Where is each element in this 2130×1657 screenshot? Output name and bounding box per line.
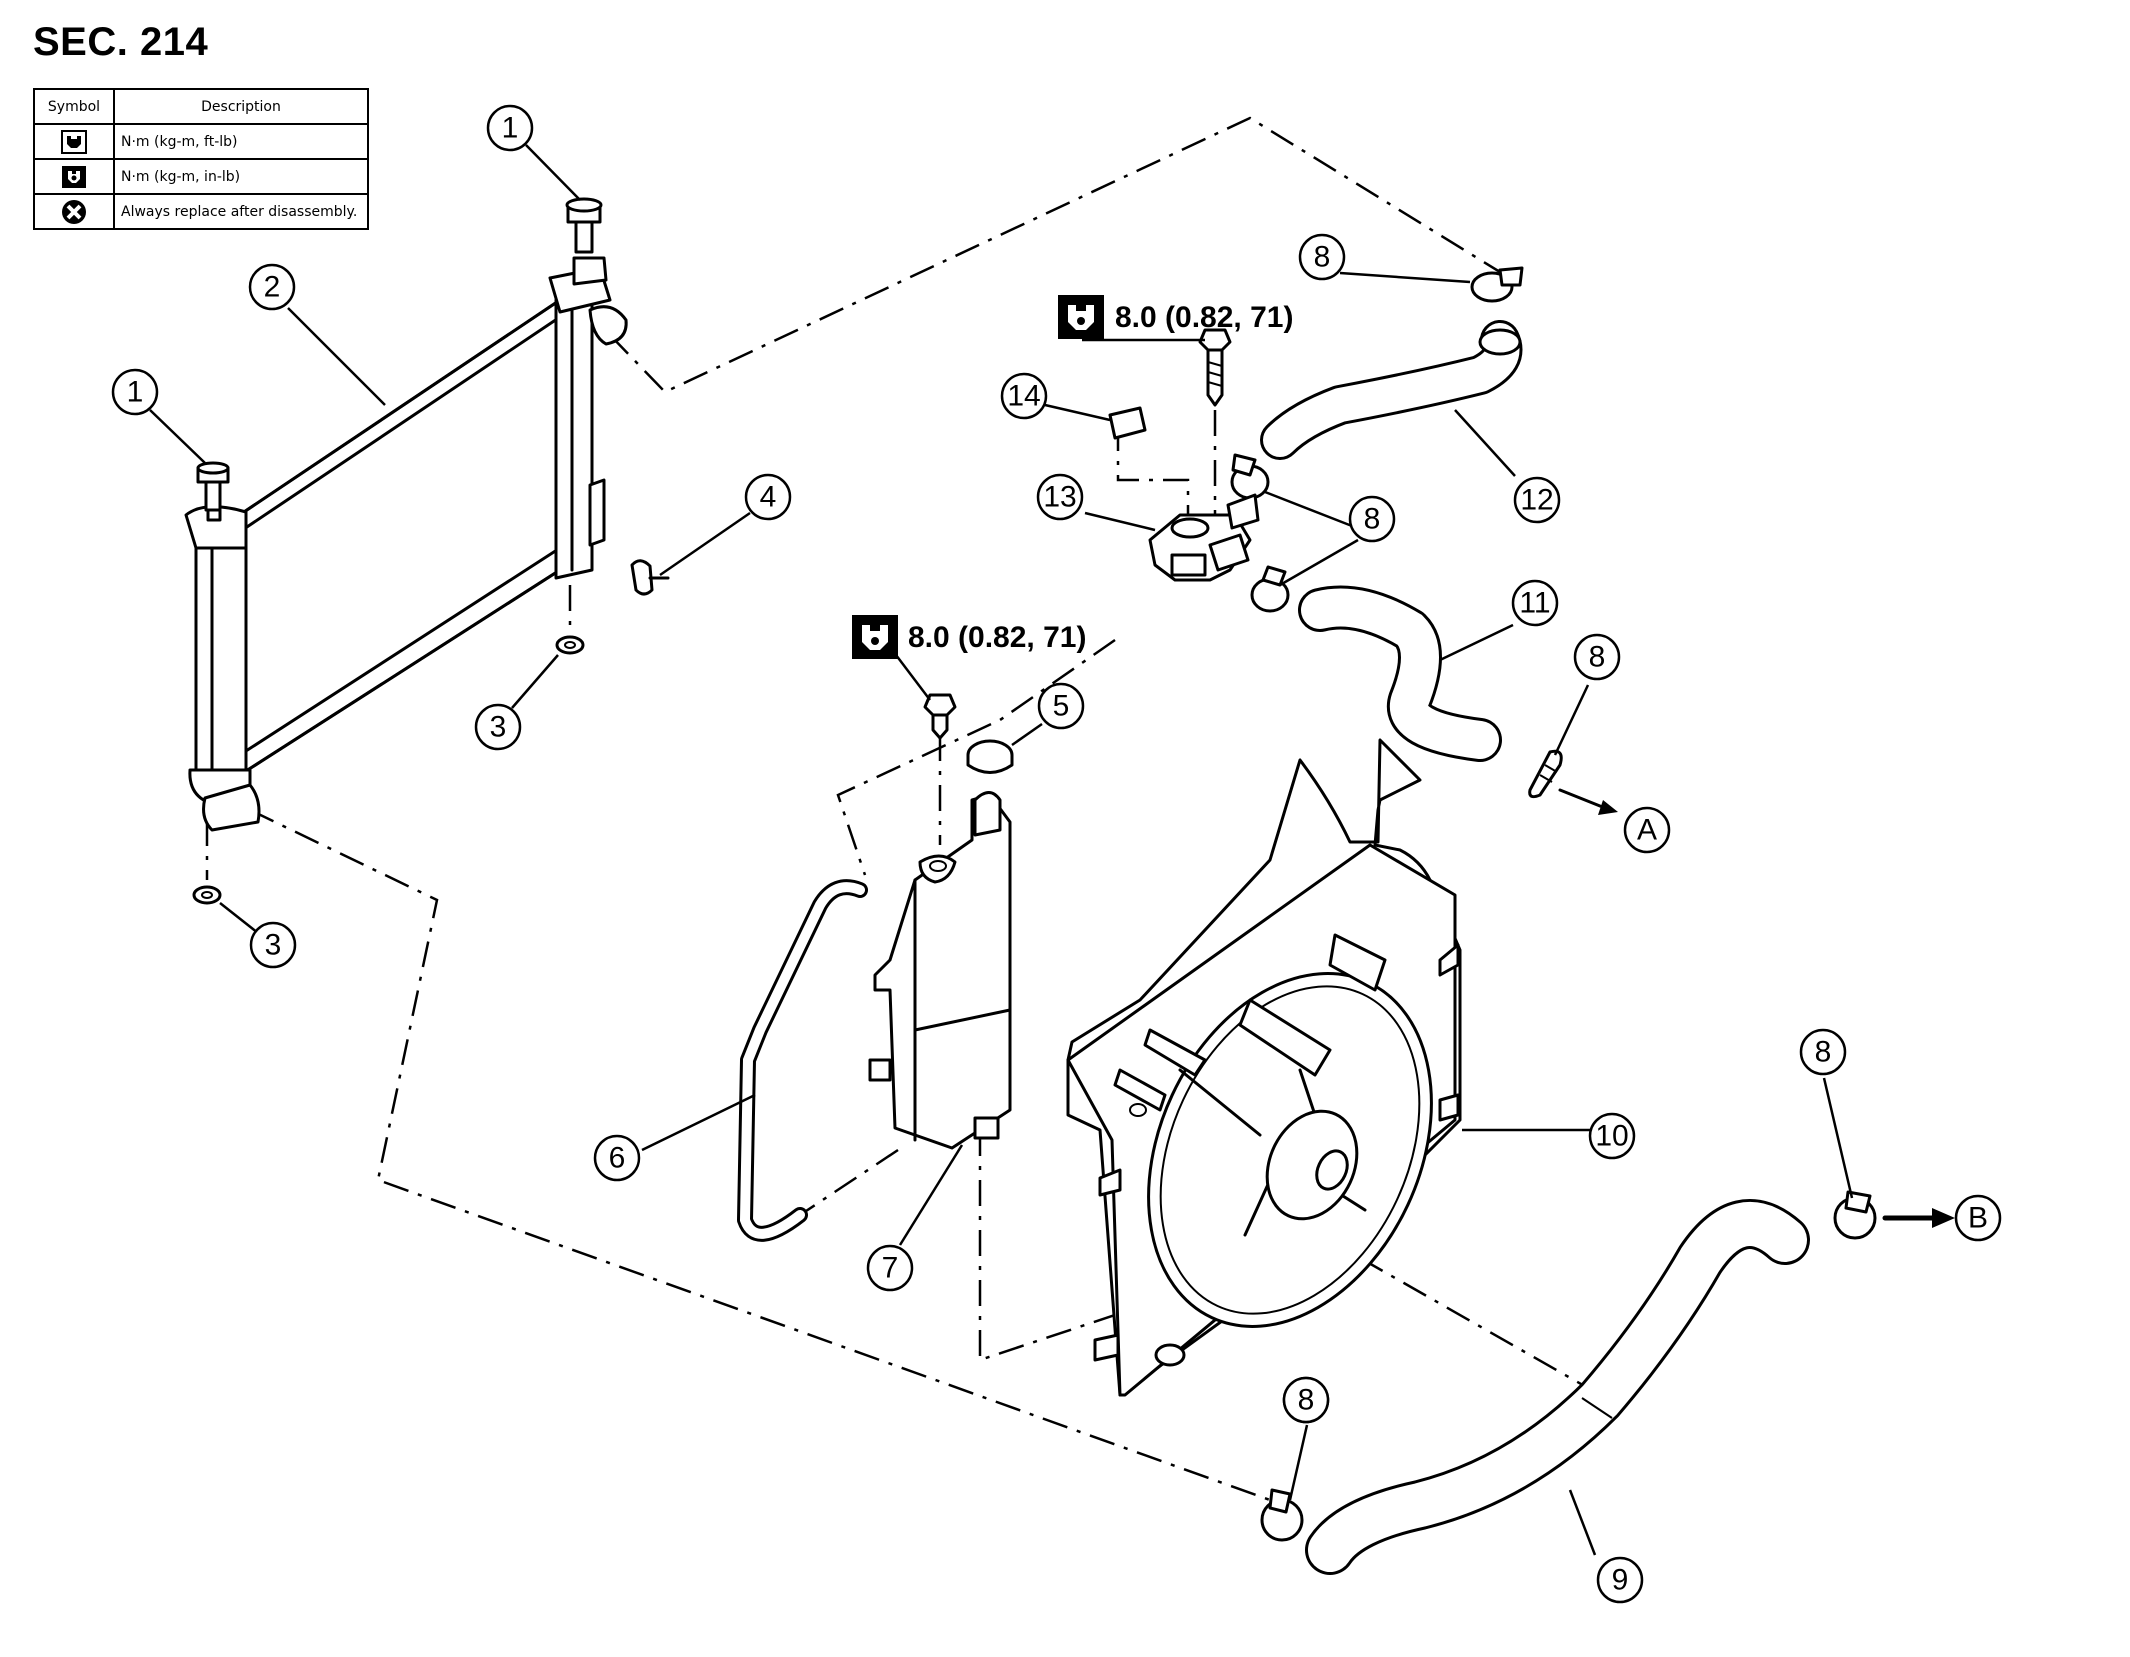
reference-a: A (1623, 806, 1671, 854)
svg-text:8: 8 (1589, 641, 1606, 674)
callout-7: 7 (866, 1244, 914, 1292)
gasket (1108, 406, 1147, 440)
svg-text:4: 4 (760, 481, 777, 514)
torque-wrench-inlb-icon (62, 165, 86, 188)
torque-wrench-inlb-icon (852, 615, 898, 659)
callout-14: 14 (1000, 372, 1048, 420)
legend-header-row: Symbol Description (33, 88, 369, 125)
svg-text:9: 9 (1612, 1564, 1629, 1597)
svg-text:13: 13 (1043, 481, 1076, 514)
svg-text:10: 10 (1595, 1120, 1628, 1153)
svg-text:8: 8 (1314, 241, 1331, 274)
torque-value: 8.0 (0.82, 71) (908, 621, 1086, 654)
radiator-cap (196, 461, 230, 512)
bolt (1198, 328, 1232, 407)
clip (630, 559, 670, 596)
torque-wrench-ftlb-icon (61, 129, 87, 154)
svg-text:1: 1 (502, 112, 519, 145)
svg-text:7: 7 (882, 1252, 899, 1285)
callout-8: 8 (1573, 633, 1621, 681)
arrow-to-b (1882, 1208, 1955, 1228)
legend-row: N·m (kg-m, in-lb) (33, 158, 369, 195)
legend-row-description: N·m (kg-m, ft-lb) (113, 123, 369, 160)
legend-row-symbol (33, 158, 115, 195)
radiator (184, 256, 628, 832)
callout-4: 4 (744, 473, 792, 521)
page-title: SEC. 214 (33, 20, 209, 64)
leader-lines (149, 144, 1854, 1556)
callout-8: 8 (1282, 1376, 1330, 1424)
callout-1: 1 (486, 104, 534, 152)
torque-wrench-inlb-icon (1058, 295, 1104, 339)
reference-b: B (1954, 1194, 2002, 1242)
arrow-to-a (1558, 788, 1618, 815)
reservoir-tank (868, 791, 1012, 1150)
svg-text:1: 1 (127, 376, 144, 409)
legend-row-symbol (33, 193, 115, 230)
legend-row: N·m (kg-m, ft-lb) (33, 123, 369, 160)
hose-clamp (1250, 565, 1290, 613)
legend-row: Always replace after disassembly. (33, 193, 369, 230)
hose-clamp (1470, 266, 1524, 303)
svg-text:3: 3 (265, 929, 282, 962)
water-outlet (1148, 493, 1260, 582)
callout-8: 8 (1348, 495, 1396, 543)
washer (192, 885, 222, 905)
legend-header-description: Description (113, 88, 369, 125)
svg-text:14: 14 (1007, 380, 1040, 413)
torque-spec: 8.0 (0.82, 71) (852, 615, 1086, 659)
svg-text:11: 11 (1519, 587, 1550, 620)
symbol-legend-table: Symbol Description N·m (kg-m, ft-lb) N·m… (33, 88, 369, 230)
torque-spec: 8.0 (0.82, 71) (1058, 295, 1293, 339)
radiator-cap (565, 197, 603, 254)
callout-8: 8 (1298, 233, 1346, 281)
svg-text:8: 8 (1364, 503, 1381, 536)
lower-radiator-hose (1305, 1199, 1810, 1575)
torque-value: 8.0 (0.82, 71) (1115, 301, 1293, 334)
callout-13: 13 (1036, 473, 1084, 521)
radiator-fan-assembly (1066, 738, 1462, 1397)
svg-text:8: 8 (1298, 1384, 1315, 1417)
callout-11: 11 (1511, 579, 1559, 627)
svg-text:6: 6 (609, 1142, 626, 1175)
callout-3: 3 (474, 703, 522, 751)
reservoir-cap (966, 739, 1014, 774)
always-replace-icon (62, 199, 86, 224)
svg-text:12: 12 (1520, 484, 1553, 517)
legend-row-description: N·m (kg-m, in-lb) (113, 158, 369, 195)
legend-header-symbol: Symbol (33, 88, 115, 125)
callout-10: 10 (1588, 1112, 1636, 1160)
callout-1: 1 (111, 368, 159, 416)
callout-3: 3 (249, 921, 297, 969)
hose-clamp (1260, 1488, 1304, 1542)
washer (555, 635, 585, 655)
callout-8: 8 (1799, 1028, 1847, 1076)
svg-text:2: 2 (264, 271, 281, 304)
callout-12: 12 (1513, 476, 1561, 524)
callout-6: 6 (593, 1134, 641, 1182)
svg-text:B: B (1968, 1202, 1988, 1235)
legend-row-symbol (33, 123, 115, 160)
upper-radiator-hose (1260, 320, 1523, 460)
bolt (923, 693, 957, 740)
legend-row-description: Always replace after disassembly. (113, 193, 369, 230)
svg-text:3: 3 (490, 711, 507, 744)
callout-9: 9 (1596, 1556, 1644, 1604)
svg-text:8: 8 (1815, 1036, 1832, 1069)
svg-text:5: 5 (1053, 690, 1070, 723)
callout-5: 5 (1037, 682, 1085, 730)
radiator-inlet-hose (1298, 585, 1502, 762)
svg-text:A: A (1637, 814, 1657, 847)
reservoir-hose (737, 879, 868, 1242)
hose-clamp (1833, 1190, 1877, 1240)
hose-clamp (1230, 453, 1270, 500)
assembly-guide-lines (205, 116, 1596, 1502)
callout-2: 2 (248, 263, 296, 311)
hose-clamp (1528, 749, 1563, 799)
